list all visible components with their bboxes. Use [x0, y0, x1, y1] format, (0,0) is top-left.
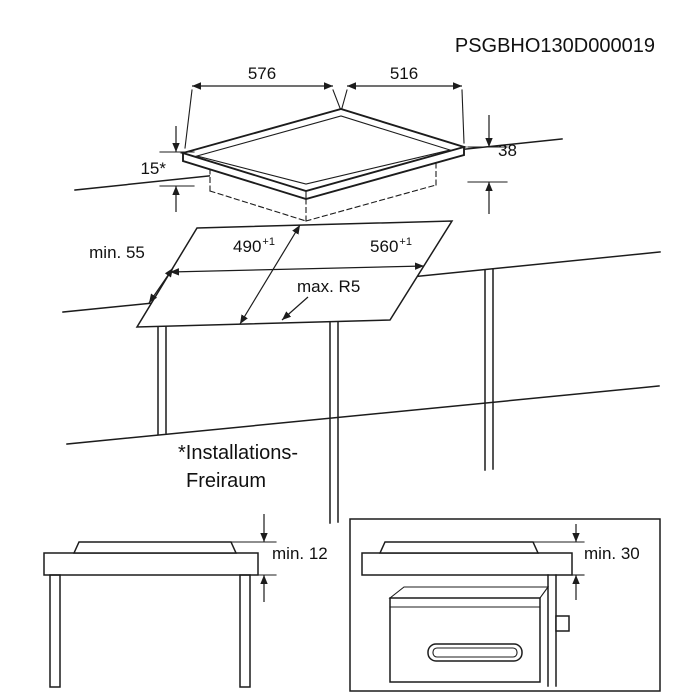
oven-handle: [427, 643, 523, 662]
hob-dimensions: 576 516 38 15*: [140, 64, 517, 214]
oven-front: [389, 597, 541, 683]
footnote-line2: Freiraum: [186, 470, 266, 492]
cutout-depth-tolerance: +1: [262, 236, 275, 248]
cutout-drawing: min. 55 490+1 560+1 max. R5: [89, 220, 454, 328]
table-hob-profile: [72, 541, 238, 554]
footnote: *Installations- Freiraum: [178, 442, 298, 492]
cabinet-side-panel: [547, 574, 557, 687]
cutout-depth-value: 490: [233, 237, 261, 256]
footnote-line1: *Installations-: [178, 442, 298, 464]
hob-depth-label: 516: [390, 64, 418, 83]
hob-isometric: [179, 108, 468, 222]
hob-height-label: 38: [498, 141, 517, 160]
worktop-lower-edge: [66, 385, 660, 445]
table-worktop: [43, 552, 259, 576]
hob-clearance-label: 15*: [140, 159, 166, 178]
dimension-min-30: min. 30: [532, 524, 640, 600]
min-front-distance-arrow: [148, 267, 174, 304]
right-support: [484, 268, 494, 471]
detail-table-side-view: min. 12: [43, 514, 328, 688]
corner-radius-arrow: [281, 296, 309, 321]
cutout-width-tolerance: +1: [399, 236, 412, 248]
dimension-min-12: min. 12: [230, 514, 328, 602]
cabinet-worktop: [361, 552, 573, 576]
table-left-leg: [49, 574, 61, 688]
corner-radius-label: max. R5: [297, 277, 360, 296]
oven-top-face: [388, 586, 550, 599]
middle-support: [329, 321, 339, 524]
oven-handle-inner: [432, 647, 518, 658]
cutout-width-value: 560: [370, 237, 398, 256]
min-30-label: min. 30: [584, 544, 640, 563]
cutout-width-label: 560+1: [370, 236, 412, 256]
detail-border-box: [349, 518, 661, 692]
cutout-width-dimension-line: [169, 262, 425, 276]
hob-glass-inset: [194, 115, 453, 185]
dimension-height-38: 38: [467, 115, 517, 214]
product-code: PSGBHO130D000019: [455, 35, 655, 57]
table-right-leg: [239, 574, 251, 688]
hob-width-label: 576: [248, 64, 276, 83]
oven: [388, 586, 570, 683]
min-front-distance-label: min. 55: [89, 243, 145, 262]
hob-rim-mask: [183, 147, 464, 199]
hob-lower-body-mask: [210, 163, 436, 221]
cutout-depth-label: 490+1: [233, 236, 275, 256]
min-12-label: min. 12: [272, 544, 328, 563]
oven-knob: [555, 615, 570, 632]
cabinet-hob-profile: [378, 541, 540, 554]
dimension-clearance-15: 15*: [140, 126, 195, 212]
dimension-width-576: 576: [184, 64, 341, 149]
hob-lower-body-dashed: [209, 162, 437, 222]
dimension-depth-516: 516: [341, 64, 465, 144]
detail-oven-below: min. 30: [349, 518, 661, 692]
